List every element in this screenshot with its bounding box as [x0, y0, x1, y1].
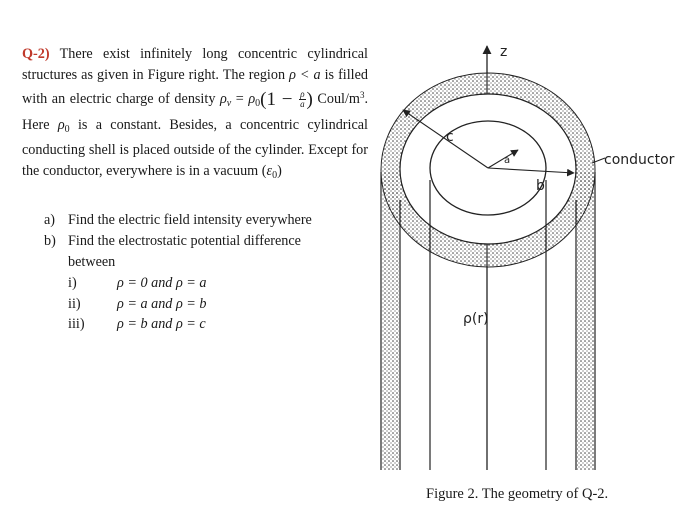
fraction-numerator: ρ	[299, 89, 306, 101]
problem-statement: Q-2) There exist infinitely long concent…	[22, 44, 368, 187]
units-superscript: 3	[359, 90, 365, 101]
z-axis-label: z	[500, 44, 507, 60]
item-text: ρ = 0 and ρ = a	[117, 275, 207, 291]
radius-c-arrow	[402, 109, 489, 169]
epsilon-subscript: 0	[272, 169, 278, 181]
text-line3: . Here	[22, 91, 369, 133]
item-marker: iii)	[68, 316, 85, 332]
paren-open: (1 −	[260, 89, 299, 111]
equals-sign: =	[231, 91, 249, 108]
figure-caption: Figure 2. The geometry of Q-2.	[426, 486, 609, 502]
list-item: ii) ρ = a and ρ = b	[68, 294, 368, 315]
item-marker: ii)	[68, 295, 81, 312]
label-b: b	[536, 178, 545, 194]
radius-a-arrow	[487, 149, 519, 169]
list-item: iii) ρ = b and ρ = c	[68, 314, 368, 335]
density-label: ρ(r)	[463, 311, 489, 327]
question-label: Q-2)	[22, 46, 50, 62]
rho-0b-symbol: ρ	[57, 116, 65, 133]
rho-v-subscript: v	[226, 98, 232, 110]
text-line2: is filled with an electric charge of den…	[22, 66, 369, 108]
text-line5: )	[277, 162, 282, 179]
subquestion-a-text: Find the electric field intensity everyw…	[68, 212, 312, 228]
subquestion-a-marker: a)	[44, 212, 56, 228]
problem-paragraph: Q-2) There exist infinitely long concent…	[22, 44, 368, 187]
units-text: Coul/m	[312, 91, 360, 108]
text-line4: is a constant. Besides, a concentric cyl…	[22, 116, 368, 179]
subquestion-b-marker: b)	[44, 233, 56, 249]
subquestion-b: b) Find the electrostatic potential diff…	[44, 231, 368, 252]
label-c: c	[446, 129, 454, 145]
subquestion-b-items: i) ρ = 0 and ρ = a ii) ρ = a and ρ = b i…	[68, 273, 368, 335]
rho-0-subscript: 0	[255, 98, 261, 110]
subquestion-a: a) Find the electric field intensity eve…	[44, 210, 368, 231]
paren-close: )	[306, 89, 313, 111]
list-item: i) ρ = 0 and ρ = a	[68, 273, 368, 294]
fraction-denominator: a	[300, 99, 305, 110]
item-text: ρ = a and ρ = b	[117, 295, 207, 312]
subquestion-b-text: Find the electrostatic potential differe…	[68, 233, 301, 249]
conductor-leader	[591, 157, 606, 164]
subquestions: a) Find the electric field intensity eve…	[44, 210, 368, 335]
label-a: a	[504, 155, 510, 166]
conductor-left-strip	[382, 172, 399, 470]
radius-b-arrow	[487, 167, 575, 177]
conductor-right-strip	[577, 172, 594, 470]
conductor-label: conductor	[604, 152, 675, 168]
rho-v-symbol: ρ	[219, 91, 227, 108]
rho-0b-subscript: 0	[64, 123, 70, 135]
item-marker: i)	[68, 275, 77, 291]
epsilon-symbol: ε	[266, 162, 273, 179]
region-expression: ρ < a	[289, 66, 321, 83]
text-line1: There exist infinitely long concentric c…	[22, 46, 368, 83]
item-text: ρ = b and ρ = c	[117, 316, 206, 332]
rho-0-symbol: ρ	[248, 91, 256, 108]
between-label: between	[68, 254, 116, 270]
